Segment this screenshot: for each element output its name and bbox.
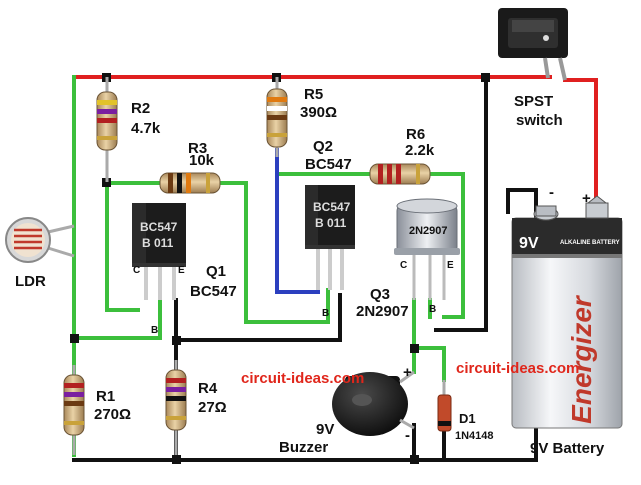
- r3-name: R3: [188, 140, 208, 157]
- q2-body-text: BC547: [313, 200, 351, 214]
- battery-9v: [511, 195, 623, 429]
- r1-name: R1: [96, 388, 116, 405]
- junction-dot: [172, 455, 181, 464]
- buzzer: [332, 370, 415, 436]
- junction-dot: [172, 336, 181, 345]
- q3-pin-c: C: [400, 260, 408, 271]
- d1-name: D1: [459, 411, 476, 426]
- resistor-r1: [63, 365, 85, 455]
- buzzer-line1: 9V: [316, 421, 335, 438]
- resistor-r6: [369, 163, 431, 185]
- r4-name: R4: [198, 380, 218, 397]
- q3-part: 2N2907: [356, 303, 409, 320]
- r4-value: 27Ω: [198, 399, 227, 416]
- q1-name: Q1: [206, 263, 227, 280]
- battery-voltage-text: 9V: [519, 235, 539, 252]
- resistor-r4: [165, 360, 187, 455]
- q1-pin-e: E: [178, 265, 185, 276]
- battery-type-text: ALKALINE BATTERY: [560, 240, 620, 246]
- buzzer-minus: -: [405, 427, 410, 444]
- ldr-sensor: [5, 217, 75, 263]
- junction-dot: [102, 178, 111, 187]
- resistor-r3: [159, 172, 221, 194]
- buzzer-plus: +: [403, 364, 412, 381]
- q2-part: BC547: [305, 156, 352, 173]
- transistor-q1: [132, 203, 186, 300]
- resistor-r5: [266, 77, 288, 157]
- r3-value: 10k: [189, 152, 215, 169]
- switch-line2: switch: [516, 112, 563, 129]
- junction-dot: [410, 455, 419, 464]
- r5-value: 390Ω: [300, 104, 338, 121]
- r6-value: 2.2k: [405, 142, 435, 159]
- q2-name: Q2: [313, 138, 334, 155]
- transistor-q3: [394, 198, 460, 300]
- watermark-text: circuit-ideas.com: [241, 370, 365, 387]
- q3-body-text: 2N2907: [409, 225, 448, 237]
- transistor-q2: [305, 185, 355, 290]
- battery-label: 9V Battery: [530, 440, 605, 457]
- r6-name: R6: [406, 126, 426, 143]
- q1-part: BC547: [190, 283, 237, 300]
- q3-pin-b: B: [429, 304, 437, 315]
- d1-part: 1N4148: [455, 430, 494, 442]
- q2-body-text2: B 011: [315, 216, 347, 230]
- spst-switch: [498, 8, 568, 81]
- ldr-name: LDR: [15, 273, 46, 290]
- q1-pin-b: B: [151, 325, 159, 336]
- wire-positive-rail: [72, 75, 598, 212]
- junction-dot: [70, 334, 79, 343]
- q3-pin-e: E: [447, 260, 454, 271]
- q1-body-text: BC547: [140, 220, 178, 234]
- buzzer-line2: Buzzer: [279, 439, 329, 456]
- wire-signal-green: [72, 75, 465, 457]
- q1-pin-c: C: [133, 265, 141, 276]
- r2-value: 4.7k: [131, 120, 161, 137]
- junction-dot: [481, 73, 490, 82]
- r1-value: 270Ω: [94, 406, 132, 423]
- battery-minus: -: [549, 184, 554, 201]
- battery-plus: +: [582, 190, 591, 207]
- junction-dot: [410, 344, 419, 353]
- switch-line1: SPST: [514, 93, 554, 110]
- r5-name: R5: [304, 86, 324, 103]
- diode-d1: [437, 380, 452, 432]
- q3-name: Q3: [370, 286, 391, 303]
- resistor-r2: [96, 77, 118, 182]
- r2-name: R2: [131, 100, 151, 117]
- q1-body-text2: B 011: [142, 236, 174, 250]
- watermark-text: circuit-ideas.com: [456, 360, 580, 377]
- q2-pin-b: B: [322, 308, 330, 319]
